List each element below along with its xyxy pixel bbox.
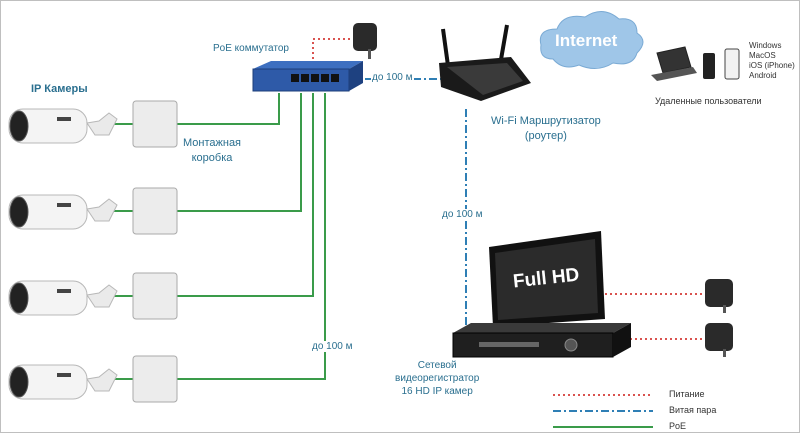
distance-switch-router: до 100 м bbox=[371, 72, 414, 83]
os-item: Android bbox=[749, 71, 777, 80]
legend-lines bbox=[553, 394, 653, 428]
junction-box-label: Монтажная коробка bbox=[183, 137, 242, 164]
adapter-prong bbox=[723, 349, 726, 357]
switch-port-5 bbox=[331, 74, 339, 82]
switch-port-4 bbox=[321, 74, 329, 82]
nvr-top bbox=[453, 323, 631, 333]
router-shine bbox=[447, 63, 523, 95]
camera-logo bbox=[57, 373, 71, 377]
camera-lens bbox=[9, 366, 29, 398]
switch-port-2 bbox=[301, 74, 309, 82]
adapter-body bbox=[705, 323, 733, 351]
nvr bbox=[452, 323, 631, 358]
switch-port-3 bbox=[311, 74, 319, 82]
phone-icon-2 bbox=[724, 48, 740, 80]
laptop-icon bbox=[656, 46, 692, 74]
adapter-prong bbox=[368, 49, 371, 59]
os-item: iOS (iPhone) bbox=[749, 61, 795, 70]
distance-cameras-switch: до 100 м bbox=[311, 341, 354, 352]
camera-mount bbox=[86, 112, 118, 136]
power-adapter-nvr-2 bbox=[705, 323, 733, 357]
ip-cameras-label: IP Камеры bbox=[31, 83, 88, 95]
camera-lens bbox=[9, 282, 29, 314]
poe-cable-1 bbox=[176, 93, 280, 125]
junction-box-1 bbox=[132, 100, 178, 148]
camera-mount bbox=[86, 198, 118, 222]
junction-box-3 bbox=[132, 272, 178, 320]
switch-port-1 bbox=[291, 74, 299, 82]
camera-mount bbox=[86, 284, 118, 308]
switch-side bbox=[349, 61, 363, 91]
ip-camera-1 bbox=[8, 108, 118, 144]
poe-switch bbox=[252, 61, 363, 92]
junction-box-4 bbox=[132, 355, 178, 403]
camera-mount bbox=[86, 368, 118, 392]
ip-camera-3 bbox=[8, 280, 118, 316]
internet-cloud bbox=[539, 11, 644, 69]
os-item: MacOS bbox=[749, 51, 776, 60]
poe-cable-2 bbox=[176, 93, 302, 212]
remote-users-label: Удаленные пользователи bbox=[655, 96, 762, 106]
power-adapter-nvr-1 bbox=[705, 279, 733, 313]
camera-logo bbox=[57, 203, 71, 207]
adapter-prong bbox=[723, 305, 726, 313]
nvr-buttons bbox=[479, 342, 539, 347]
ip-camera-4 bbox=[8, 364, 118, 400]
distance-router-nvr: до 100 м bbox=[441, 209, 484, 220]
camera-lens bbox=[9, 110, 29, 142]
legend-label-poe: PoE bbox=[669, 421, 687, 431]
remote-devices bbox=[651, 46, 740, 81]
legend-label-power: Питание bbox=[669, 389, 705, 399]
internet-label: Internet bbox=[555, 31, 618, 50]
os-list: Windows MacOS iOS (iPhone) Android bbox=[749, 41, 795, 81]
os-item: Windows bbox=[749, 41, 782, 50]
legend-label-twisted-pair: Витая пара bbox=[669, 405, 717, 415]
poe-cable-4 bbox=[176, 93, 326, 380]
switch-top bbox=[253, 61, 363, 69]
poe-cables bbox=[111, 93, 326, 380]
nvr-label: Сетевой видеорегистратор 16 HD IP камер bbox=[395, 360, 480, 397]
camera-logo bbox=[57, 117, 71, 121]
junction-box-2 bbox=[132, 187, 178, 235]
nvr-side bbox=[613, 323, 631, 357]
adapter-body bbox=[353, 23, 377, 51]
poe-switch-label: PoE коммутатор bbox=[213, 43, 289, 54]
wifi-router-label: Wi-Fi Маршрутизатор (роутер) bbox=[491, 115, 601, 142]
junction-boxes bbox=[132, 100, 178, 403]
phone-icon-1 bbox=[703, 53, 715, 79]
power-cable-switch bbox=[312, 38, 353, 69]
laptop-base-icon bbox=[651, 67, 697, 81]
power-adapter-switch bbox=[353, 23, 377, 59]
monitor-screen bbox=[495, 239, 598, 320]
camera-logo bbox=[57, 289, 71, 293]
nvr-dial bbox=[564, 338, 578, 352]
poe-cable-3 bbox=[176, 93, 314, 297]
adapter-body bbox=[705, 279, 733, 307]
ip-camera-2 bbox=[8, 194, 118, 230]
camera-lens bbox=[9, 196, 29, 228]
wifi-router bbox=[439, 24, 531, 101]
twisted-pair-cables bbox=[349, 78, 467, 331]
